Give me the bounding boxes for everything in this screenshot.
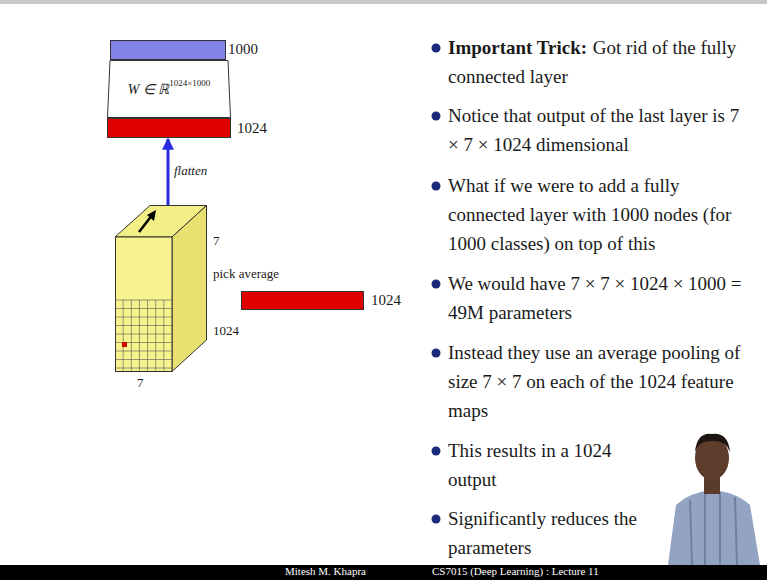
- grid-line: [116, 317, 173, 318]
- grid-line: [116, 342, 173, 343]
- dimension-label: 1024: [213, 323, 239, 339]
- bullet-dot: [432, 349, 441, 358]
- output-layer-bar: 1000: [110, 40, 226, 60]
- bullet-text: Got rid of the fully connected layer: [448, 37, 736, 87]
- bullet-item: This results in a 1024 output: [448, 436, 648, 494]
- grid-line: [163, 300, 164, 372]
- bullet-dot: [432, 44, 441, 53]
- bullet-dot: [432, 112, 441, 121]
- text-row: W ∈ ℝ1024×1000: [107, 60, 231, 118]
- bullet-dot: [432, 280, 441, 289]
- layer-size: 1000: [228, 41, 258, 58]
- presenter-hair: [695, 434, 730, 452]
- edge-label: flatten: [173, 163, 208, 179]
- weight-matrix: W ∈ ℝ1024×1000: [107, 60, 231, 118]
- footer-course: CS7015 (Deep Learning) : Lecture 11: [432, 565, 599, 577]
- bullet-text: This results in a 1024 output: [448, 440, 612, 490]
- grid-line: [116, 308, 173, 309]
- footer-band: Mitesh M. Khapra CS7015 (Deep Learning) :…: [0, 565, 767, 580]
- grid-line: [116, 325, 173, 326]
- bullet-text: What if we were to add a fully connected…: [448, 175, 731, 254]
- dimension-label: 7: [213, 233, 220, 249]
- feature-volume: 710247: [115, 205, 207, 372]
- grid-line: [131, 300, 132, 372]
- cuboid-front: [116, 237, 173, 372]
- bullet-item: Important Trick:Got rid of the fully con…: [448, 33, 753, 91]
- pooling-arrow: [139, 214, 153, 232]
- feature-grid: [116, 300, 173, 372]
- bullet-text: We would have 7 × 7 × 1024 × 1000 = 49M …: [448, 273, 742, 323]
- weight-dims: 1024×1000: [169, 78, 210, 88]
- shirt-stripes: [690, 492, 737, 565]
- operation-label: pick average: [213, 266, 279, 282]
- bullet-dot: [432, 447, 441, 456]
- pooling-arrow-head: [147, 210, 156, 221]
- presenter-figure: [668, 434, 760, 565]
- cuboid-side: [172, 206, 207, 372]
- cuboid-top: [115, 206, 207, 238]
- grid-line: [123, 300, 124, 372]
- grid-line: [155, 300, 156, 372]
- bullet-dot: [432, 182, 441, 191]
- bullet-text: Significantly reduces the parameters: [448, 508, 637, 558]
- grid-line: [116, 351, 173, 352]
- footer-author: Mitesh M. Khapra: [285, 565, 366, 577]
- bullet-item: Significantly reduces the parameters: [448, 504, 663, 562]
- grid-line: [147, 300, 148, 372]
- dimension-label: 7: [137, 375, 144, 391]
- highlight-cell: [122, 342, 127, 347]
- grid-line: [116, 359, 173, 360]
- flattened-bar: 1024: [107, 118, 231, 138]
- bullet-text: Instead they use an average pooling of s…: [448, 342, 740, 421]
- grid-line: [139, 300, 140, 372]
- grid-line: [116, 368, 173, 369]
- bullet-text: Important Trick:: [448, 37, 587, 58]
- trapezoid-outline: [107, 60, 231, 118]
- presenter-shirt: [668, 490, 760, 565]
- bullet-item: We would have 7 × 7 × 1024 × 1000 = 49M …: [448, 269, 753, 327]
- bullet-item: Notice that output of the last layer is …: [448, 101, 753, 159]
- flow-arrow: [167, 139, 170, 205]
- bullet-text: Notice that output of the last layer is …: [448, 105, 739, 155]
- layer-size: 1024: [237, 120, 267, 137]
- layer-size: 1024: [371, 292, 401, 309]
- weight-symbol: W ∈ ℝ: [128, 81, 170, 98]
- bullet-item: What if we were to add a fully connected…: [448, 171, 753, 258]
- trapezoid-shape: [108, 61, 231, 118]
- cuboid-drawing: [115, 205, 207, 372]
- bullet-dot: [432, 515, 441, 524]
- grid-line: [116, 334, 173, 335]
- grid-line: [116, 300, 173, 301]
- top-rule: [0, 0, 767, 4]
- pooled-bar: 1024: [241, 291, 364, 310]
- bullet-item: Instead they use an average pooling of s…: [448, 338, 753, 425]
